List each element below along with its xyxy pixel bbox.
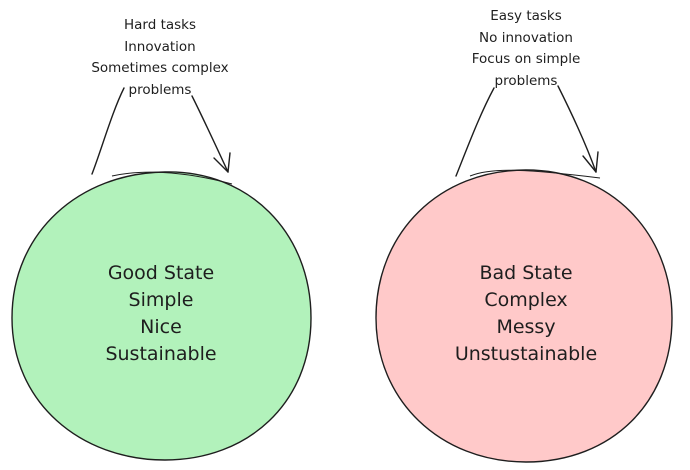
bad-annotation: Easy tasks No innovation Focus on simple…: [446, 6, 606, 92]
good-annotation-line: Sometimes complex: [91, 60, 229, 76]
good-annotation-line: problems: [128, 81, 192, 98]
bad-state-line: Unstustainable: [454, 343, 598, 365]
good-state-title: Good State: [107, 262, 215, 284]
bad-annotation-line: Focus on simple: [471, 51, 581, 67]
bad-state-label: Bad State Complex Messy Unstustainable: [436, 260, 616, 368]
bad-state-circle-sketch: [469, 169, 601, 179]
good-state-circle: [11, 171, 312, 461]
bad-state-line: Messy: [496, 316, 556, 338]
good-state-circle-sketch: [111, 171, 233, 185]
bad-state-title: Bad State: [479, 262, 573, 284]
good-annotation-line: Innovation: [124, 38, 196, 55]
good-state-line: Nice: [140, 316, 182, 338]
bad-arrow-down-line: [557, 85, 597, 173]
bad-state-line: Complex: [484, 289, 568, 311]
bad-annotation-line: problems: [494, 72, 558, 89]
bad-annotation-line: Easy tasks: [490, 8, 562, 24]
bad-arrow-up-line: [455, 87, 495, 177]
bad-state-circle: [375, 169, 673, 463]
good-arrow-up-line: [91, 87, 125, 175]
bad-arrowhead: [582, 151, 599, 173]
good-state-line: Simple: [128, 289, 194, 311]
good-state-line: Sustainable: [105, 343, 217, 365]
bad-annotation-line: No innovation: [479, 29, 573, 46]
good-state-label: Good State Simple Nice Sustainable: [81, 260, 241, 368]
good-annotation: Hard tasks Innovation Sometimes complex …: [80, 15, 240, 101]
good-arrowhead: [213, 152, 231, 173]
good-annotation-line: Hard tasks: [123, 17, 197, 33]
good-arrow-down-line: [191, 95, 229, 173]
